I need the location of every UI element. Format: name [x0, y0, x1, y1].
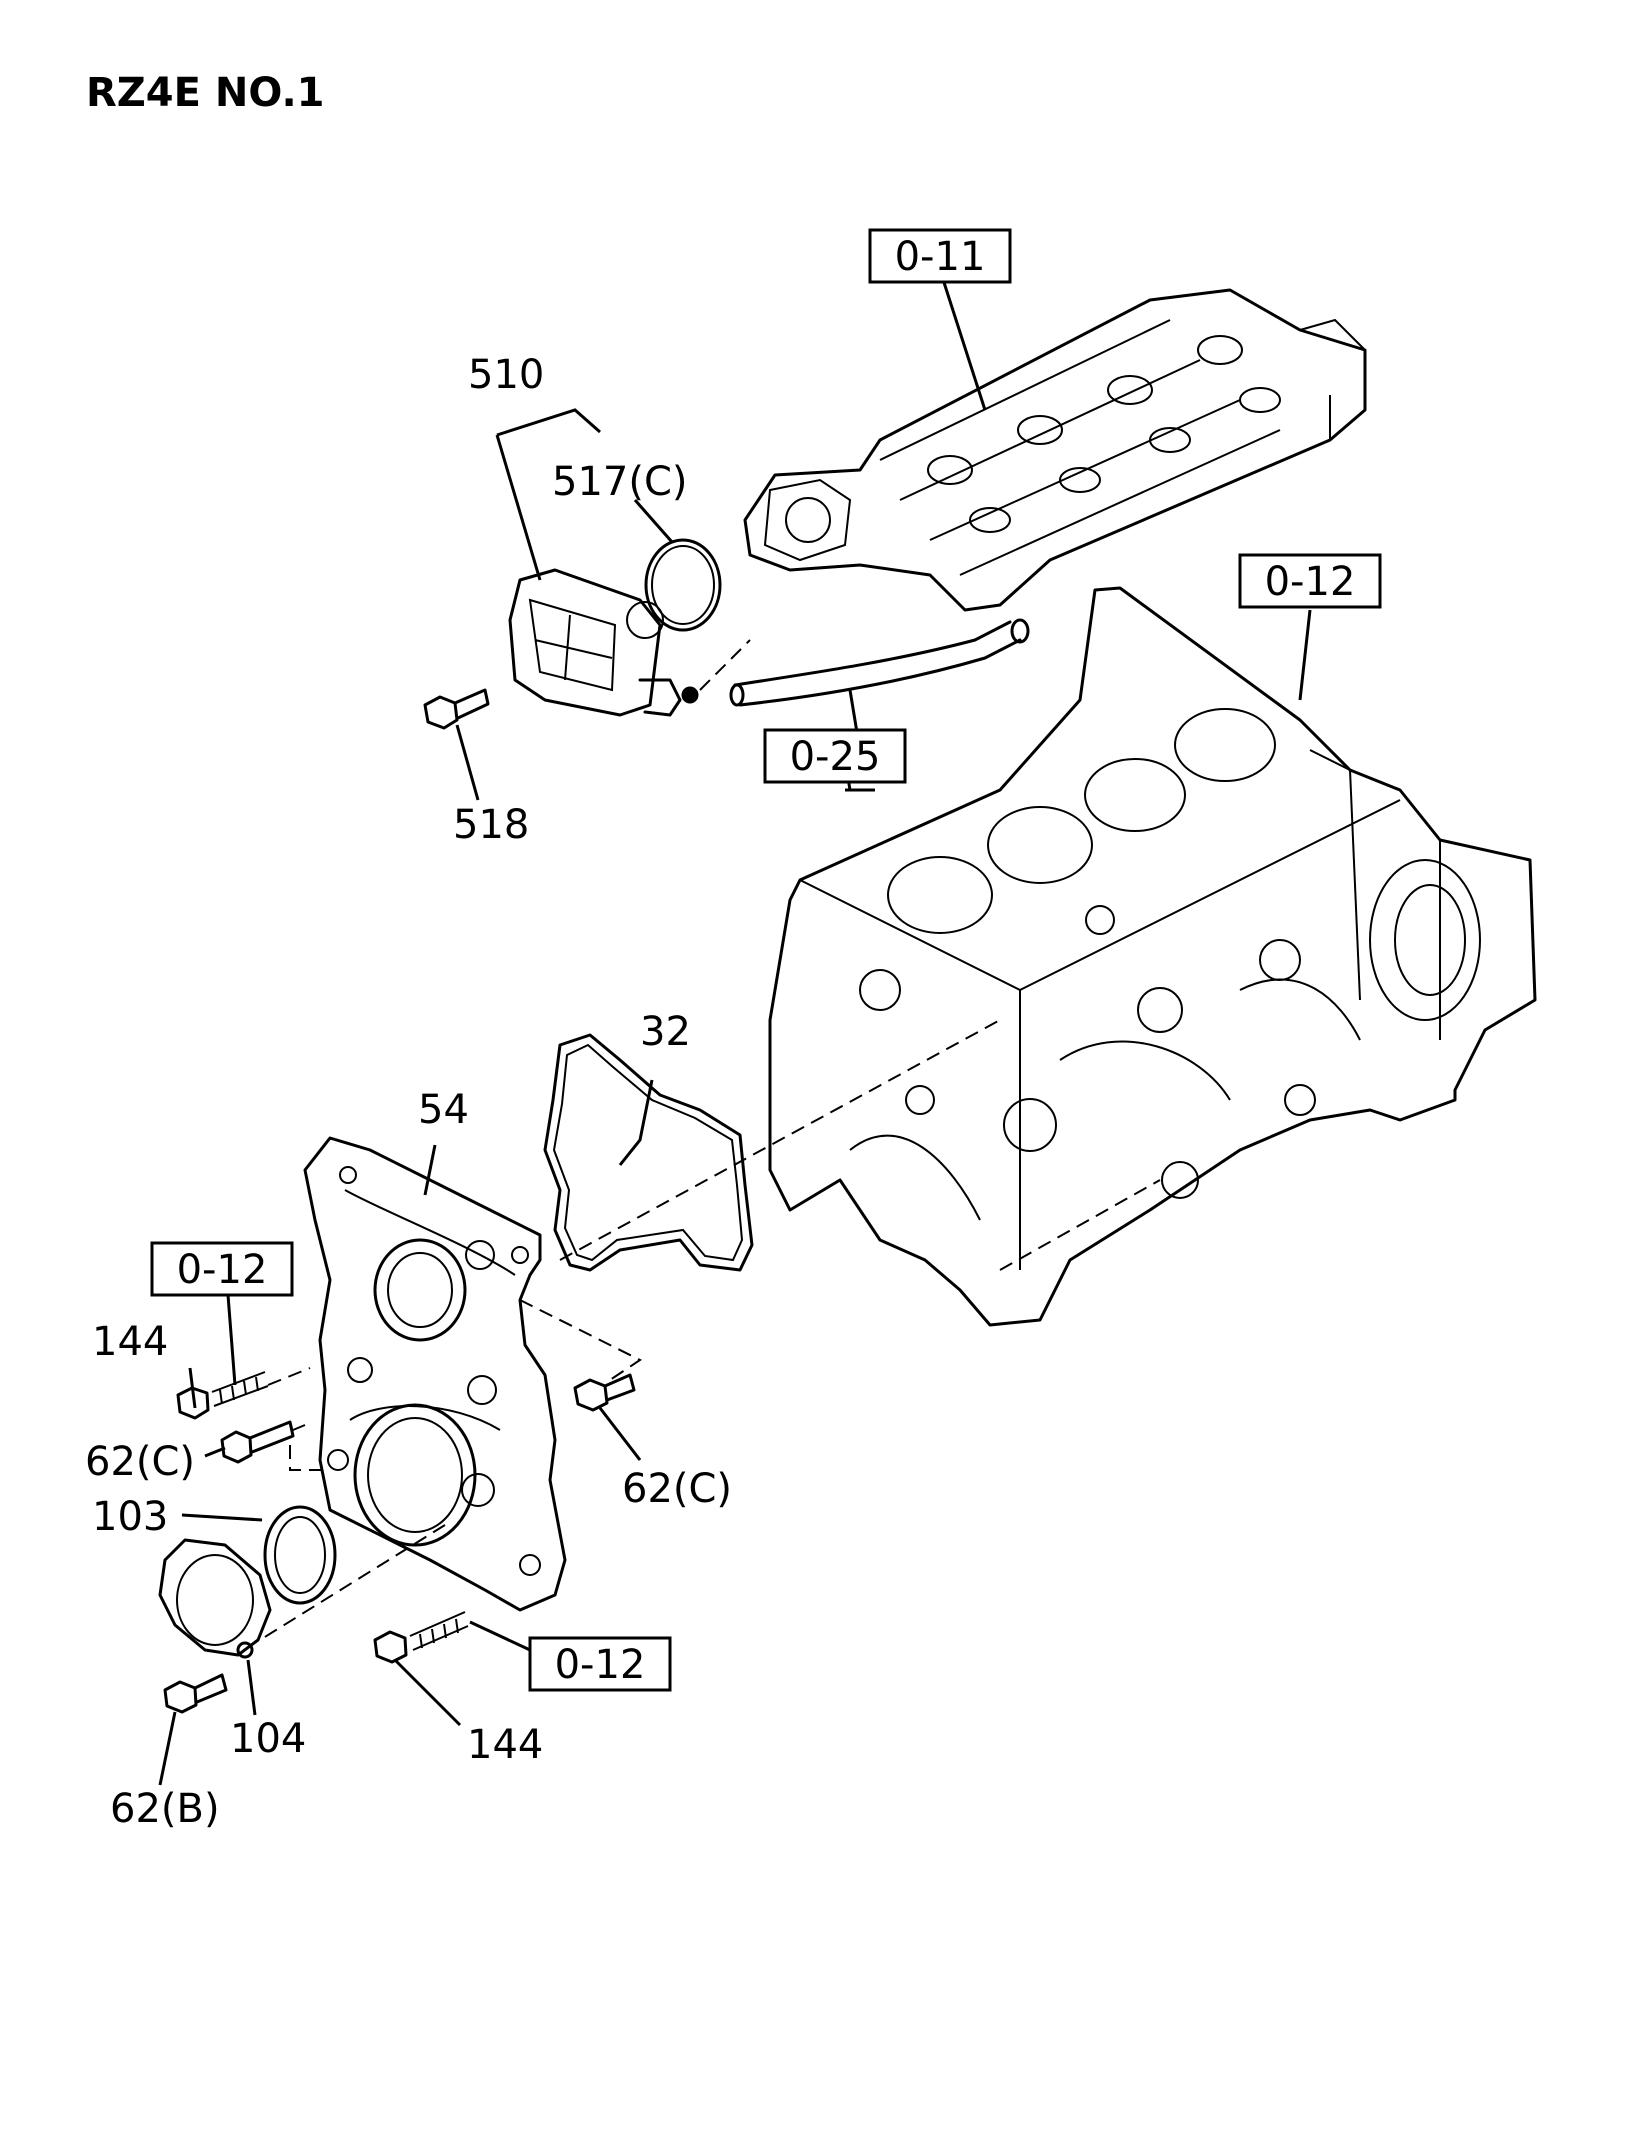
bolt-518[interactable] — [423, 688, 490, 730]
cylinder-head[interactable] — [743, 288, 1367, 612]
timing-case-gasket[interactable] — [543, 1033, 754, 1272]
stud-144-top[interactable] — [211, 1371, 269, 1407]
nut-144-bottom[interactable] — [373, 1630, 408, 1664]
ref-label-0-25: 0-25 — [790, 734, 881, 780]
ref-box-0-12-left[interactable]: 0-12 — [150, 1241, 294, 1297]
vacuum-pump[interactable] — [508, 568, 699, 717]
ref-label-0-12-bottom: 0-12 — [555, 1642, 646, 1688]
callout-62c-left: 62(C) — [85, 1439, 195, 1485]
bolt-62c-right[interactable] — [573, 1373, 636, 1412]
timing-case[interactable] — [303, 1136, 567, 1612]
ref-box-0-11[interactable]: 0-11 — [868, 228, 1012, 284]
bolt-62b[interactable] — [163, 1673, 228, 1714]
ref-label-0-11: 0-11 — [895, 234, 986, 280]
o-ring[interactable] — [644, 538, 722, 632]
callout-144-top: 144 — [92, 1319, 168, 1365]
callout-517c: 517(C) — [552, 459, 688, 505]
callout-54: 54 — [418, 1087, 469, 1133]
leader-lines — [158, 269, 1312, 1786]
ref-label-0-12-block: 0-12 — [1265, 559, 1356, 605]
ref-box-0-12-bottom[interactable]: 0-12 — [528, 1636, 672, 1692]
stud-144-bottom[interactable] — [409, 1611, 469, 1651]
cylinder-block[interactable] — [768, 586, 1537, 1327]
callout-518: 518 — [453, 802, 529, 848]
callout-103: 103 — [92, 1494, 168, 1540]
callout-104: 104 — [230, 1716, 306, 1762]
seal-retainer[interactable] — [158, 1538, 272, 1659]
callout-144-bottom: 144 — [467, 1722, 543, 1768]
ref-label-0-12-left: 0-12 — [177, 1247, 268, 1293]
ref-box-0-12-block[interactable]: 0-12 — [1238, 553, 1382, 609]
callout-510: 510 — [468, 352, 544, 398]
callout-62b: 62(B) — [110, 1786, 220, 1832]
bolt-62c-left[interactable] — [220, 1420, 295, 1464]
ref-box-0-25[interactable]: 0-25 — [763, 728, 907, 784]
oil-seal[interactable] — [263, 1505, 337, 1605]
vacuum-hose[interactable] — [729, 618, 1030, 707]
diagram-title: RZ4E NO.1 — [86, 70, 325, 116]
callout-62c-right: 62(C) — [622, 1466, 732, 1512]
callout-32: 32 — [640, 1009, 691, 1055]
